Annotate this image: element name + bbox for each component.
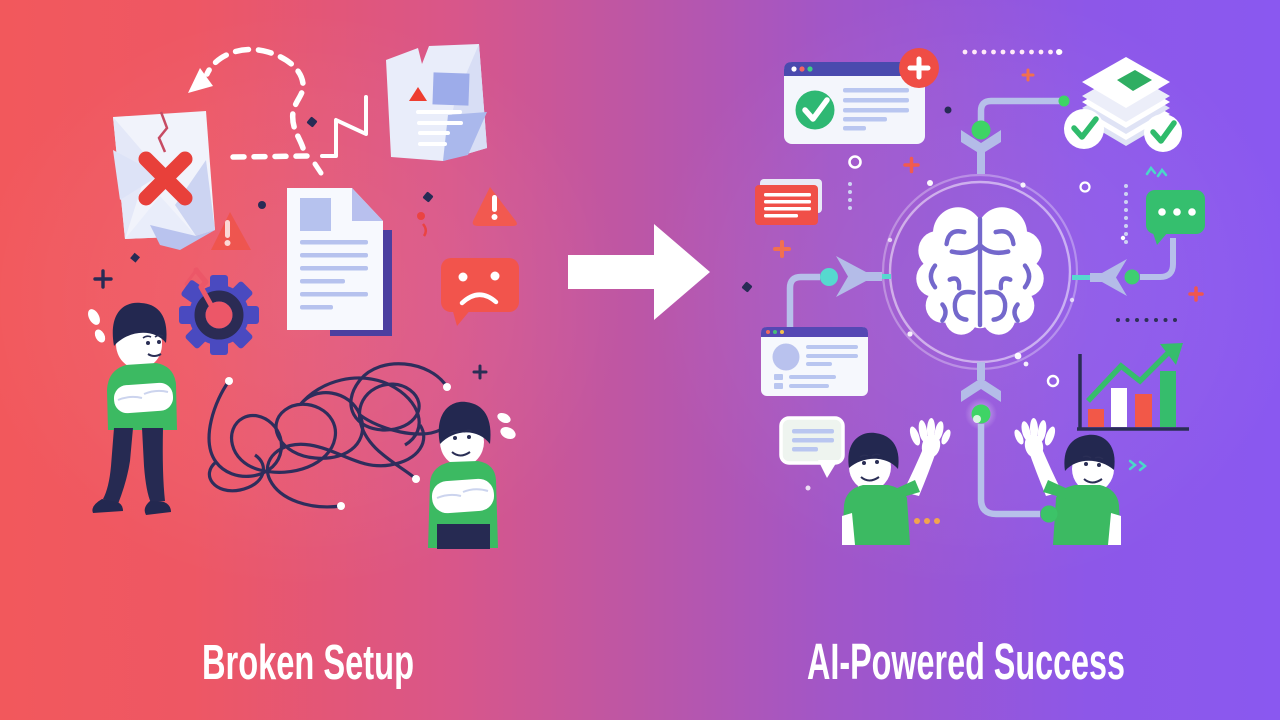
svg-text:AI-Powered Success: AI-Powered Success	[807, 633, 1125, 690]
svg-text:Broken Setup: Broken Setup	[202, 636, 414, 690]
